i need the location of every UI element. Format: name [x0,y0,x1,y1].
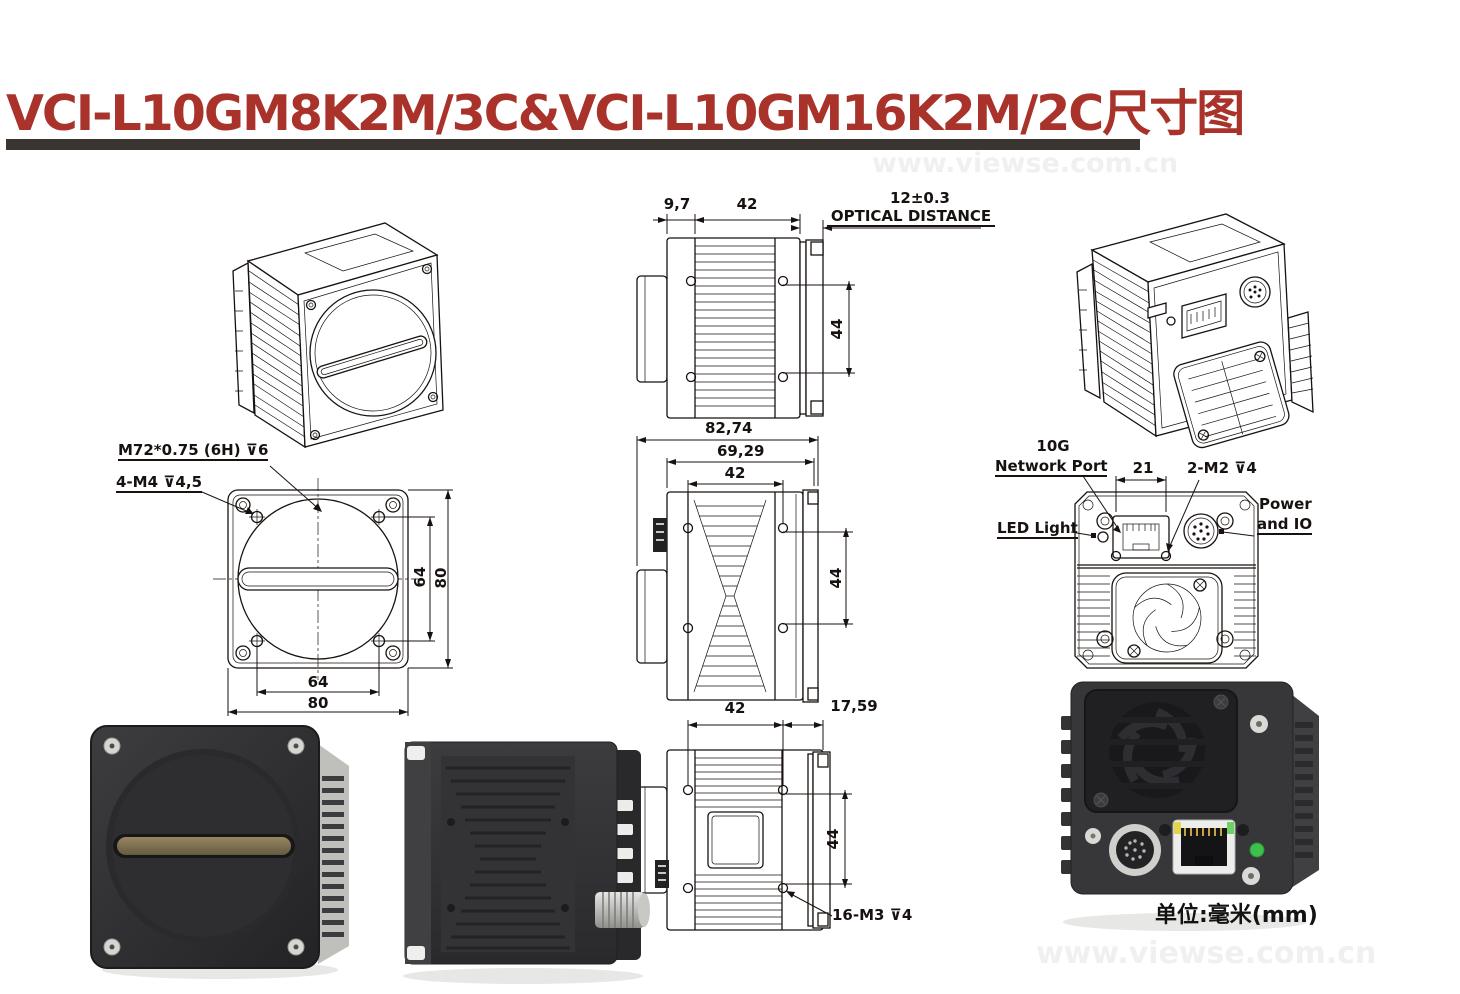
photo-rear [1045,660,1337,934]
power-io-label-line1: Power [1259,495,1312,513]
side-bottom-body [636,749,831,931]
dim-label-port: 21 [1132,459,1154,477]
photo-rear-led-green [1249,842,1265,858]
title-underline-bar [6,139,1140,150]
side-view-bottom-drawing: 42 17,59 44 16-M3 ⊽4 [622,692,922,960]
photo-rear-power-connector [1109,824,1161,876]
side-view-top-drawing: 9,7 42 12±0.3 OPTICAL DISTANCE 44 [615,189,995,437]
side-bottom-dimensions [687,720,852,917]
rear-view-annotations [1070,475,1255,552]
side-bottom-svg [636,720,852,931]
thread-spec-label: M72*0.75 (6H) ⊽6 [118,441,269,461]
network-port-label-line2: Network Port [995,457,1108,477]
rear-view-drawing: 10G Network Port 21 2-M2 ⊽4 LED Light Po… [985,432,1335,732]
side-top-svg [636,214,981,419]
front-m4-holes [249,509,387,649]
dim-label-holes: 44 [824,828,842,850]
photo-rear-side-fins [1295,722,1313,858]
dim-label-rear: 17,59 [830,697,878,715]
side-mid-svg [636,436,853,703]
rear-view-body [1074,491,1259,669]
watermark-top: www.viewse.com.cn [872,148,1179,179]
page-title: VCI-L10GM8K2M/3C&VCI-L10GM16K2M/2C尺寸图 [6,85,1245,142]
iso-front-svg [232,222,444,449]
iso-rear-svg [1076,213,1314,449]
dim-label-body-h: 80 [307,694,329,712]
photo-rear-hole-right [1237,824,1249,836]
photo-side-svg [403,741,650,984]
dim-label-holes-h: 64 [307,673,329,691]
photo-side-fin-field [441,756,575,952]
led-light-label: LED Light [997,519,1078,539]
dim-label-total: 82,74 [705,419,753,437]
dim-label-holes: 44 [827,567,845,589]
power-io-label-line2: and IO [1257,515,1313,535]
mount-screw-label: 4-M4 ⊽4,5 [116,473,203,493]
iso-front-body [232,222,444,449]
iso-rear-body [1076,213,1314,449]
dim-label-body: 42 [724,699,746,717]
watermark-bottom: www.viewse.com.cn [1036,936,1377,971]
network-port-label-line1: 10G [1036,437,1070,455]
side-mid-dimensions [636,436,853,628]
dim-label-top: 42 [724,464,746,482]
photo-side [385,716,657,990]
front-view-drawing: M72*0.75 (6H) ⊽6 4-M4 ⊽4,5 64 80 64 80 [110,440,510,740]
power-connector [1183,513,1219,549]
dim-label-holes-v: 64 [411,566,429,588]
front-view-body [213,478,423,680]
optical-distance-label: OPTICAL DISTANCE [827,208,995,227]
iso-front-corner-screws [305,263,439,441]
photo-rear-hole-left [1159,824,1171,836]
photo-front-svg [90,725,349,979]
photo-side-front-strip [405,742,431,964]
dim-label-mid: 69,29 [717,442,765,460]
photo-rear-svg [1061,681,1319,931]
dim-label-flange: 9,7 [663,195,691,213]
m2-screw-label: 2-M2 ⊽4 [1187,459,1257,477]
photo-side-screws [447,818,569,912]
photo-side-connector [595,892,650,928]
front-view-dimensions [201,465,453,716]
iso-front-view-drawing [185,195,485,460]
photo-front-corner-screws [103,737,305,956]
photo-side-hourglass-fins [446,766,570,950]
optical-tolerance-label: 12±0.3 [889,189,950,207]
photo-side-shadow [403,968,643,984]
photo-rear-shadow [1063,913,1307,931]
iso-rear-network-port [1181,293,1227,339]
m3-screw-label: 16-M3 ⊽4 [832,906,913,924]
fan-grille [1111,572,1223,664]
side-view-mid-drawing: 82,74 69,29 42 44 [610,420,910,715]
front-corner-screws [235,497,401,661]
iso-rear-view-drawing [1030,190,1350,460]
photo-rear-rj45 [1172,819,1236,875]
iso-rear-power-connector [1239,276,1271,308]
rear-view-svg [1070,475,1259,669]
side-top-body [636,237,824,419]
front-view-svg [201,465,453,716]
photo-rear-fan-module [1084,689,1238,813]
dim-label-body: 42 [736,195,758,213]
side-mid-body [636,489,819,703]
photo-front-side-fins [322,776,344,937]
iso-rear-fan-module [1173,341,1290,449]
photo-front [85,718,363,983]
dim-label-holes-vertical: 44 [828,318,846,340]
unit-label: 单位:毫米(mm) [1155,903,1318,928]
side-top-dimensions [653,214,981,377]
dim-label-body-v: 80 [432,567,450,589]
rj45-port [1110,515,1172,562]
